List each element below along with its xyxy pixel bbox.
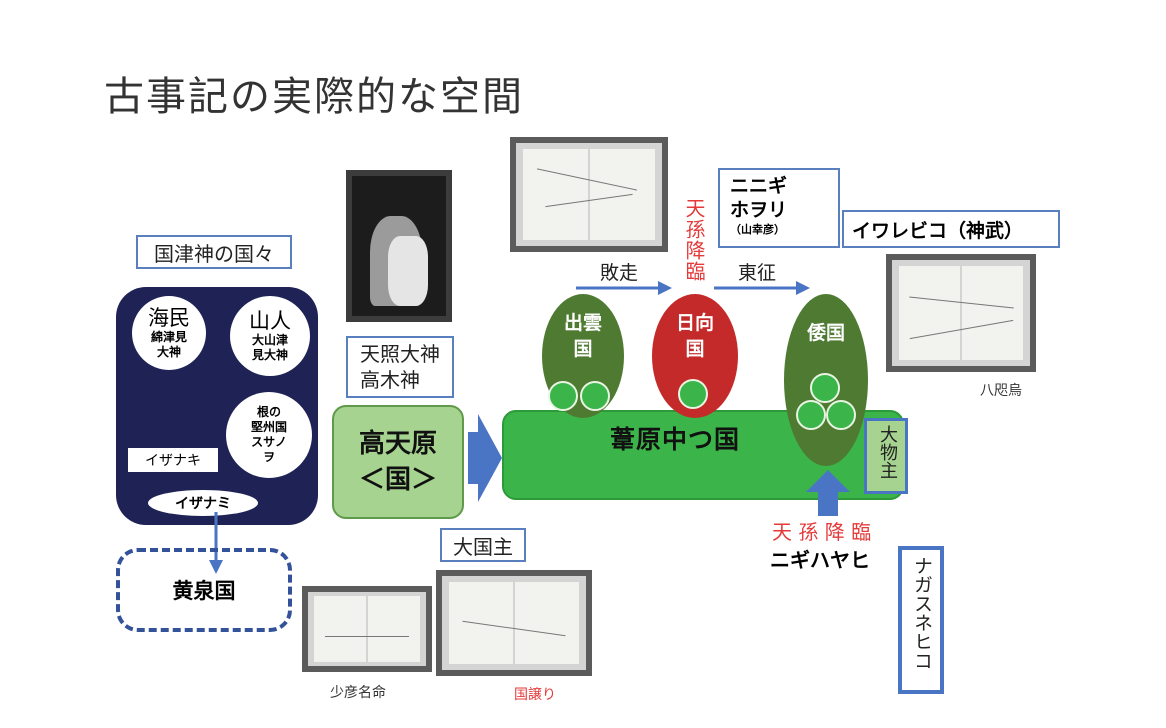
amaterasu-label: 天照大神 高木神 <box>346 336 454 398</box>
tenson-horizontal: 天 孫 降 臨 <box>772 520 872 544</box>
yamabito-god: 大山津 見大神 <box>251 333 288 362</box>
book-image-yatagarasu <box>886 254 1036 372</box>
yamabito-name: 山人 <box>249 309 291 333</box>
kaimin-god: 綿津見 大神 <box>150 330 187 359</box>
block-arrow-right <box>468 414 502 502</box>
book-image-kuniyuzuri <box>436 570 592 676</box>
izanagi-label: イザナキ <box>128 448 218 472</box>
yomi-box: 黄泉国 <box>116 548 292 632</box>
wa-label: 倭国 <box>806 322 845 344</box>
yatagarasu-caption: 八咫烏 <box>980 383 1022 399</box>
takama-line1: 高天原 <box>358 429 437 459</box>
oomono-text: 大物主 <box>877 425 898 479</box>
slide-title: 古事記の実際的な空間 <box>104 74 524 120</box>
izanami-label: イザナミ <box>148 490 258 516</box>
takamagahara-box: 高天原 ＜国＞ <box>332 405 464 519</box>
oomono-box: 大物主 <box>864 418 908 494</box>
ninigi-label: ニニギ <box>730 175 788 197</box>
izumo-label: 出雲 国 <box>563 312 602 360</box>
book-image-sukuna <box>302 586 432 672</box>
ashihara-label: 葦原中つ国 <box>610 425 741 454</box>
nagasune-text: ナガスネヒコ <box>911 556 933 670</box>
kuniyuzuri-caption: 国譲り <box>514 687 556 703</box>
portrait-print-image <box>346 170 452 322</box>
ne-circle: 根の 堅州国 スサノ ヲ <box>226 392 312 478</box>
kaimin-name: 海民 <box>148 306 190 330</box>
wa-dot-2 <box>796 400 826 430</box>
izumo-dot-1 <box>548 381 578 411</box>
haiso-label: 敗走 <box>600 262 639 284</box>
kaimin-circle: 海民 綿津見 大神 <box>132 296 206 370</box>
yamabito-circle: 山人 大山津 見大神 <box>230 296 310 376</box>
sukuna-caption: 少彦名命 <box>330 685 386 701</box>
hyuga-dot <box>678 379 708 409</box>
up-block-arrow <box>806 470 850 516</box>
hyuga-label: 日向 国 <box>675 312 714 360</box>
ne-text: 根の 堅州国 スサノ ヲ <box>250 405 287 464</box>
book-image-top <box>510 137 668 252</box>
yamasachi-label: （山幸彦） <box>730 223 785 236</box>
tousei-label: 東征 <box>738 262 777 284</box>
takama-line2: ＜国＞ <box>358 465 437 495</box>
wa-dot-3 <box>826 400 856 430</box>
iwarebiko-box: イワレビコ（神武） <box>842 210 1060 248</box>
nigihayahi-label: ニギハヤヒ <box>770 548 870 572</box>
tousei-arrow <box>714 281 810 295</box>
wa-dot-1 <box>810 373 840 403</box>
ninigi-box: ニニギ ホヲリ （山幸彦） <box>718 168 840 248</box>
tenson-vertical: 天孫降臨 <box>682 198 706 282</box>
down-arrow-yomi <box>209 512 223 574</box>
hoori-label: ホヲリ <box>730 199 788 221</box>
haiso-arrow <box>576 281 672 295</box>
nagasune-box: ナガスネヒコ <box>898 546 944 694</box>
kunitsu-label: 国津神の国々 <box>136 235 292 269</box>
ookuninushi-label: 大国主 <box>440 528 526 562</box>
izumo-dot-2 <box>580 381 610 411</box>
